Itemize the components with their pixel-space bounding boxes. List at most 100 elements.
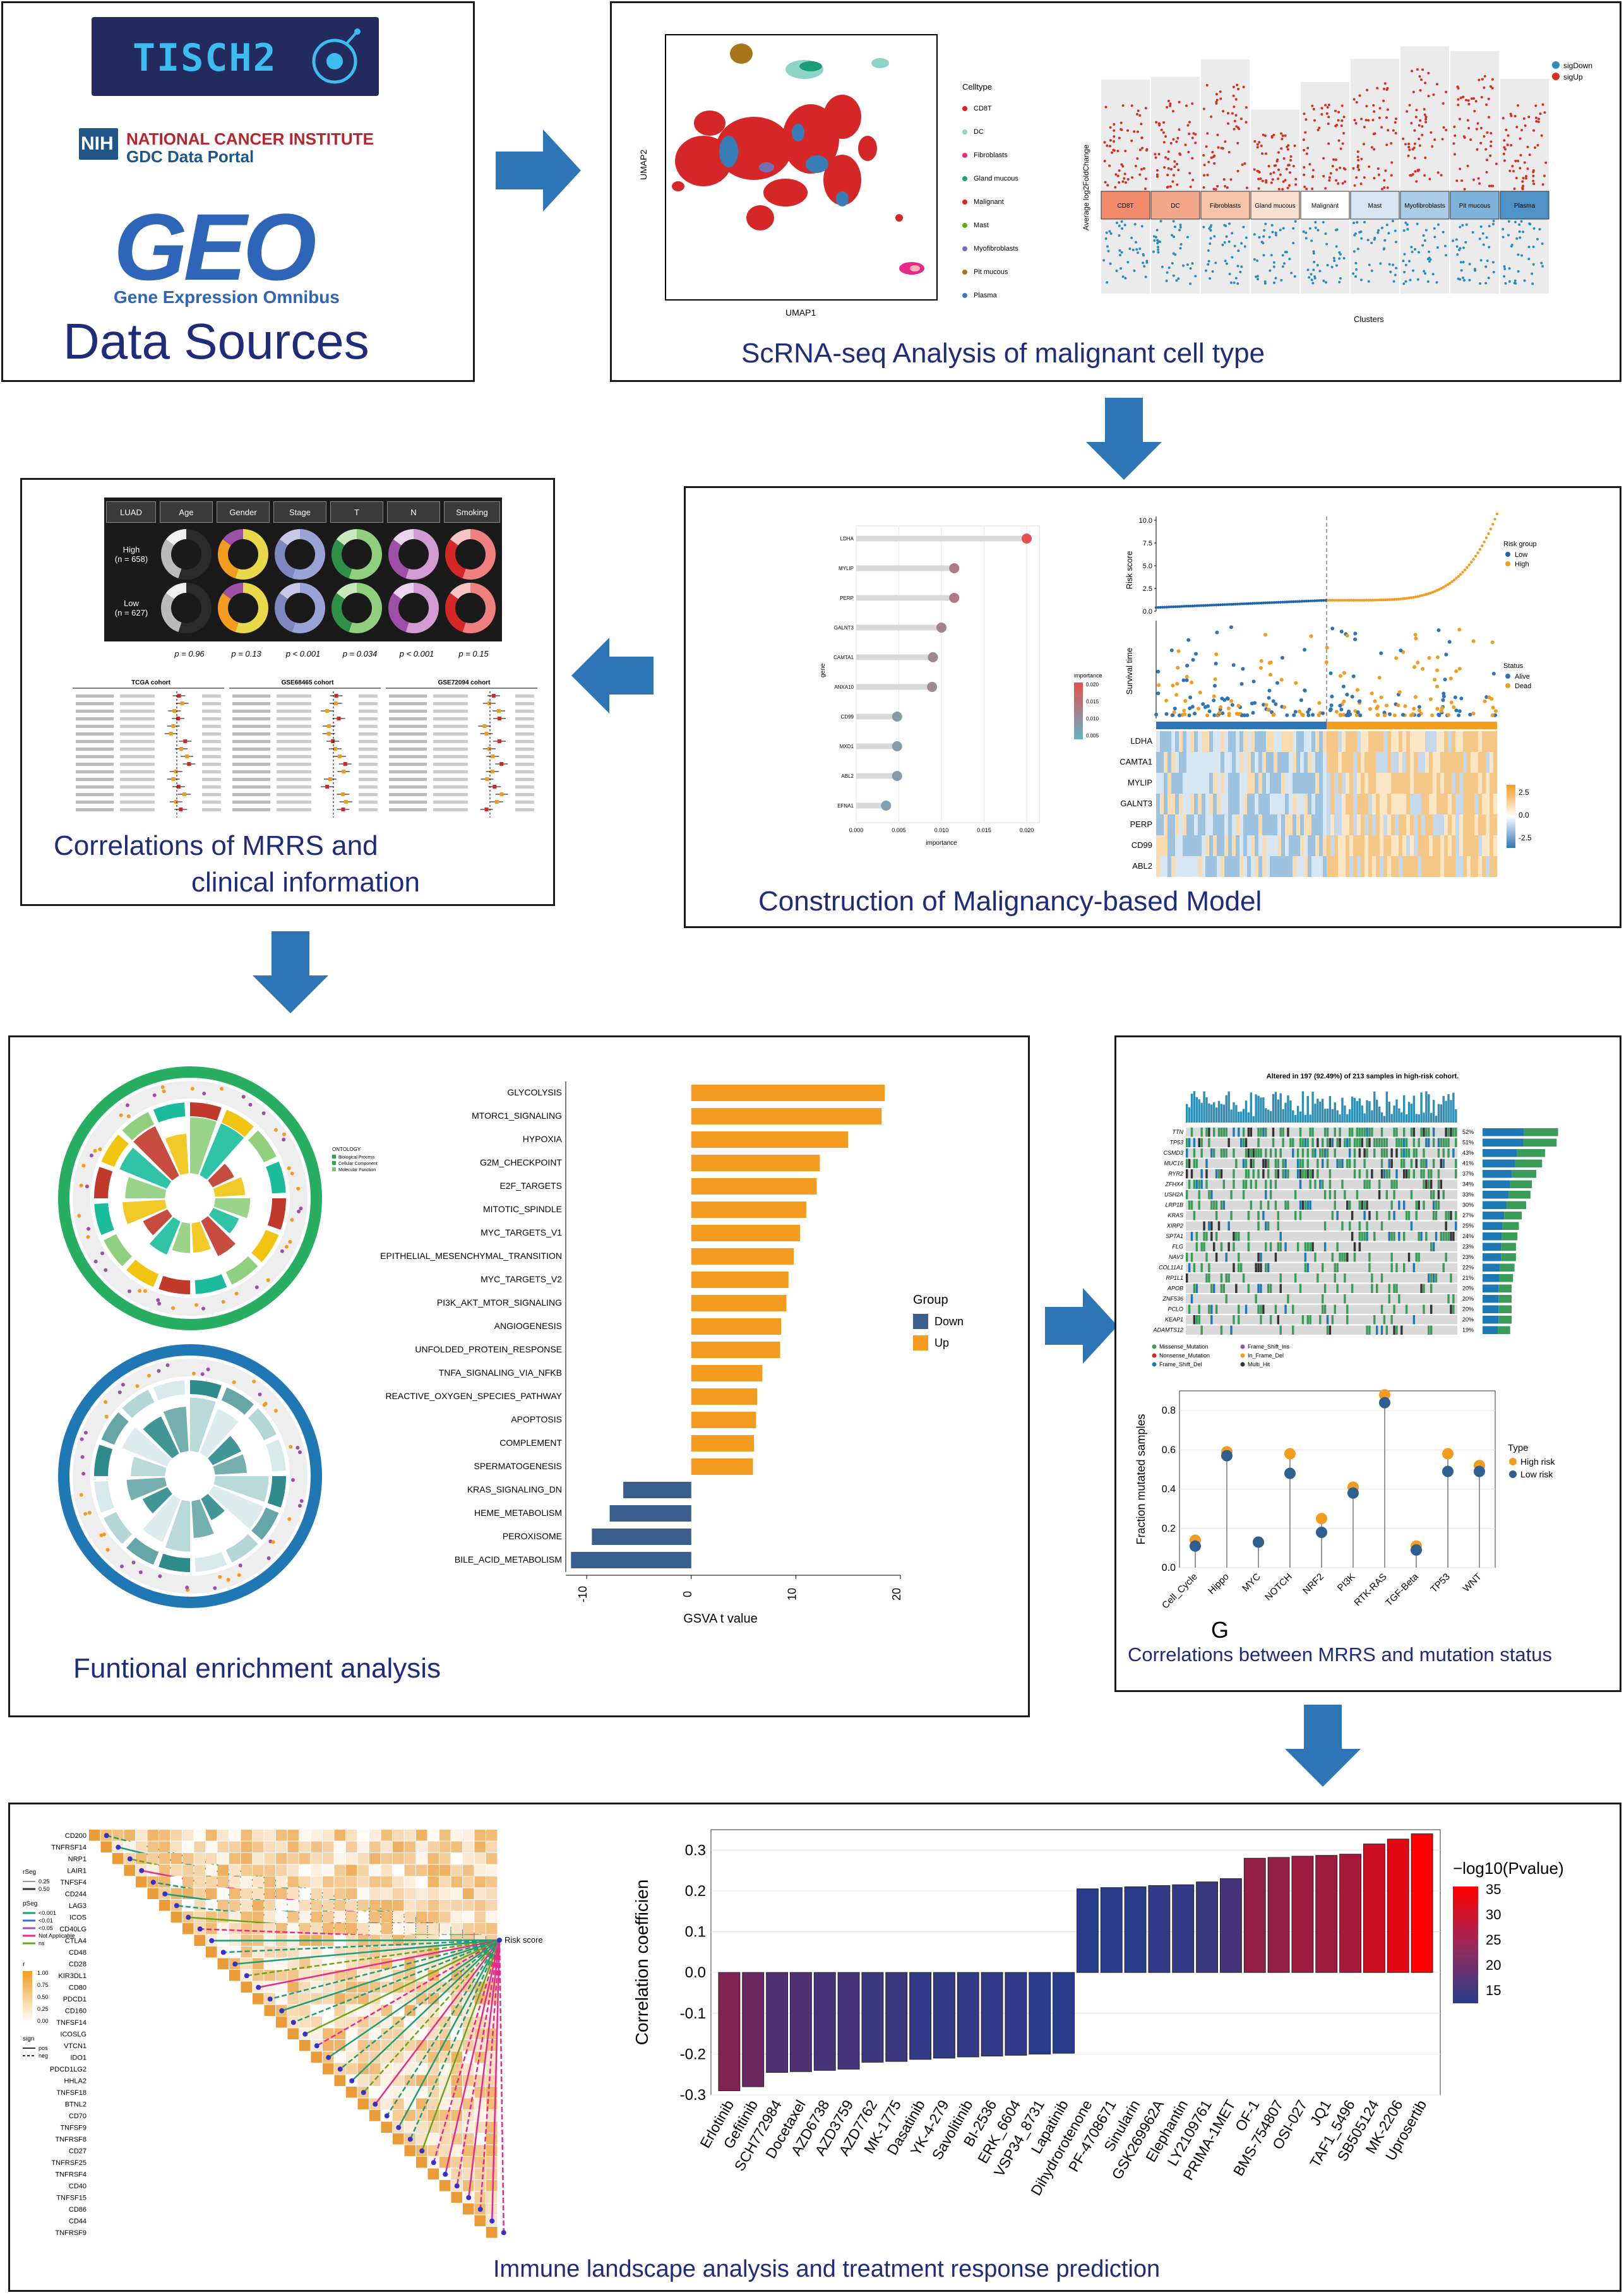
oncoplot-cell — [1309, 1242, 1311, 1251]
volcano-point-up — [1284, 179, 1287, 182]
volcano-point-down — [1332, 256, 1335, 259]
tmb-bar — [1193, 1091, 1196, 1123]
volcano-point-up — [1412, 146, 1416, 150]
arrow-down-icon — [1086, 398, 1162, 480]
forest-row-hr — [433, 785, 468, 789]
heatmap-cell — [1338, 773, 1342, 794]
heatmap-cell — [1452, 794, 1456, 814]
volcano-point-up — [1138, 148, 1142, 152]
oncoplot-cell — [1403, 1200, 1406, 1210]
heatmap-cell — [1171, 794, 1176, 814]
forest-pvalue — [359, 793, 378, 796]
volcano-point-down — [1134, 241, 1137, 244]
oncoplot-cell — [1366, 1148, 1368, 1158]
survival-point — [1377, 676, 1382, 680]
oncoplot-cell — [1323, 1148, 1327, 1158]
heatmap-cell — [1440, 856, 1445, 877]
risk-point — [1287, 600, 1291, 604]
heatmap-cell — [1471, 752, 1475, 773]
oncoplot-cell — [1368, 1325, 1371, 1335]
volcano-point-down — [1229, 281, 1233, 284]
oncoplot-side-bar — [1498, 1305, 1512, 1313]
heatmap-cell — [1186, 773, 1191, 794]
volcano-point-up — [1537, 117, 1540, 121]
gsva-bar — [691, 1155, 820, 1171]
oncoplot-cell — [1393, 1232, 1395, 1241]
volcano-point-down — [1263, 280, 1267, 283]
oncoplot-cell — [1292, 1325, 1294, 1335]
legend-dot-icon — [962, 152, 967, 158]
heatmap-cell — [1493, 773, 1498, 794]
oncoplot-cell — [1371, 1284, 1373, 1293]
immune-heat-cell — [159, 1864, 170, 1876]
oncoplot-cell — [1437, 1200, 1440, 1210]
heatmap-cell — [1349, 856, 1354, 877]
gsva-xlabel: GSVA t value — [683, 1612, 757, 1626]
heatmap-cell — [1202, 856, 1206, 877]
oncoplot-cell — [1358, 1221, 1361, 1231]
oncoplot-cell — [1428, 1179, 1430, 1189]
volcano-point-up — [1337, 119, 1340, 122]
drug-bar — [1124, 1886, 1147, 1973]
volcano-point-down — [1292, 227, 1295, 230]
heatmap-cell — [1478, 835, 1483, 856]
volcano-point-down — [1389, 270, 1392, 273]
volcano-point-up — [1418, 138, 1421, 141]
volcano-point-up — [1419, 119, 1422, 122]
forest-row-label — [389, 793, 427, 796]
immune-heat-cell — [427, 1830, 439, 1841]
heatmap-cell — [1160, 835, 1164, 856]
forest-row-label — [232, 702, 270, 705]
volcano-point-up — [1331, 165, 1334, 168]
volcano-point-down — [1243, 245, 1246, 248]
survival-point — [1459, 696, 1464, 701]
forest-point — [326, 724, 331, 728]
immune-heat-cell — [439, 1923, 451, 1934]
volcano-point-up — [1408, 148, 1411, 152]
immune-heat-cell — [474, 1911, 486, 1922]
immune-heat-cell — [439, 1841, 451, 1852]
volcano-point-down — [1531, 282, 1534, 285]
volcano-point-down — [1360, 237, 1363, 240]
volcano-point-up — [1229, 178, 1233, 181]
volcano-point-up — [1432, 93, 1435, 97]
risk-point — [1416, 595, 1419, 598]
immune-heat-cell — [404, 2075, 415, 2086]
link-endpoint — [443, 2171, 448, 2177]
oncoplot-cell — [1242, 1159, 1245, 1168]
heatmap-cell — [1281, 794, 1286, 814]
heatmap-cell — [1171, 835, 1176, 856]
oncoplot-cell — [1398, 1138, 1400, 1147]
surv-ylabel: Survival time — [1125, 648, 1134, 694]
heatmap-cell — [1190, 835, 1195, 856]
immune-heat-cell — [287, 1876, 299, 1888]
forest-row-hr — [120, 717, 155, 720]
forest-point — [487, 747, 491, 751]
survival-point — [1384, 703, 1388, 708]
risk-point — [1227, 603, 1231, 606]
volcano-point-up — [1173, 165, 1176, 169]
volcano-point-down — [1240, 242, 1243, 245]
oncoplot-cell — [1299, 1138, 1302, 1147]
volcano-point-down — [1335, 264, 1338, 267]
oncoplot-cell — [1208, 1273, 1210, 1283]
r-scale-tick: 0.75 — [37, 1982, 49, 1988]
oncoplot-cell — [1455, 1128, 1457, 1137]
immune-gene-label: TNFSF14 — [56, 2019, 87, 2027]
volcano-point-up — [1477, 177, 1480, 180]
volcano-point-up — [1522, 177, 1525, 180]
oncoplot-cell — [1380, 1138, 1383, 1147]
forest-row-label — [76, 694, 114, 698]
heatmap-cell — [1186, 731, 1191, 752]
volcano-point-up — [1465, 98, 1468, 102]
circos-sector — [190, 1102, 222, 1121]
volcano-point-up — [1544, 161, 1548, 164]
oncoplot-cell — [1289, 1138, 1292, 1147]
immune-heat-cell — [194, 1841, 205, 1852]
volcano-point-down — [1422, 234, 1425, 237]
heatmap-cell — [1357, 752, 1361, 773]
immune-heat-cell — [474, 2191, 486, 2203]
oncoplot-cell — [1274, 1200, 1277, 1210]
forest-row-hr — [433, 748, 468, 751]
oncoplot-cell — [1445, 1253, 1447, 1262]
